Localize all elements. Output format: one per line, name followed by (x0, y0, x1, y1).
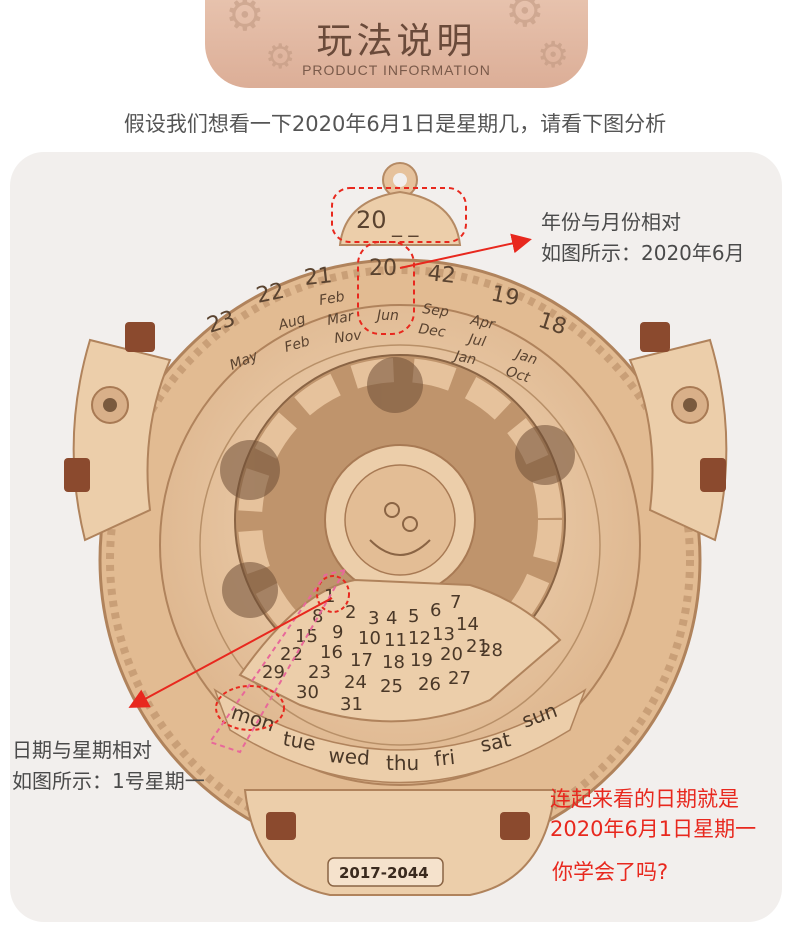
header-banner: ⚙ ⚙ ⚙ ⚙ 玩法说明 PRODUCT INFORMATION (205, 0, 588, 88)
month-highlight-box (357, 241, 415, 335)
gear-icon: ⚙ (225, 0, 265, 41)
day-number: 3 (368, 608, 379, 629)
day-number: 19 (410, 650, 433, 671)
note-line: 日期与星期相对 (12, 738, 152, 762)
arrow-icon (128, 597, 333, 708)
date-weekday-note: 日期与星期相对 如图所示：1号星期一 (12, 735, 205, 797)
day-number: 31 (340, 694, 363, 715)
copper-clip-icon (64, 322, 726, 840)
day-number: 29 (262, 662, 285, 683)
month-label: Nov (333, 327, 363, 347)
range-plate (327, 857, 444, 887)
day-number: 2 (345, 602, 356, 623)
year-digit: 22 (254, 279, 287, 309)
day-number: 27 (448, 668, 471, 689)
month-label: Apr (468, 312, 497, 333)
side-lobe-left (72, 338, 172, 542)
weekday-label: fri (433, 745, 456, 771)
note-line: 年份与月份相对 (541, 210, 681, 234)
weekday-label: wed (328, 743, 371, 770)
year-digit: 42 (426, 261, 456, 289)
month-label: Sep (421, 301, 449, 321)
date-highlight-circle (316, 575, 350, 613)
month-label: Jan (450, 348, 477, 369)
month-ring: May Aug Feb Feb Mar Nov Jun Sep Dec Apr … (228, 289, 540, 387)
day-number: 16 (320, 642, 343, 663)
weekday-highlight-circle (215, 685, 285, 731)
bottom-lobe (243, 789, 557, 896)
day-number: 8 (312, 606, 323, 627)
note-line: 如图所示：2020年6月 (541, 241, 745, 265)
conclusion-line: 2020年6月1日星期一 (550, 817, 757, 841)
year-blanks: _ _ (391, 213, 419, 237)
month-label: Mar (326, 308, 356, 329)
day-number: 9 (332, 622, 343, 643)
month-label: Oct (504, 364, 532, 387)
conclusion-line: 连起来看的日期就是 (550, 787, 739, 811)
year-digit-ring: 23 22 21 20 42 19 18 (204, 256, 569, 340)
year-highlight-box (331, 187, 467, 243)
day-number: 6 (430, 600, 441, 621)
day-number: 11 (384, 630, 407, 651)
day-number: 30 (296, 682, 319, 703)
page-title: 玩法说明 (316, 21, 477, 62)
month-label: Feb (283, 333, 312, 355)
conclusion-text: 连起来看的日期就是 2020年6月1日星期一 (550, 784, 756, 844)
gear-icon: ⚙ (537, 35, 570, 76)
year-month-note: 年份与月份相对 如图所示：2020年6月 (541, 207, 745, 269)
day-number: 7 (450, 592, 461, 613)
gear-icon: ⚙ (265, 37, 296, 77)
weekday-label: thu (386, 751, 419, 775)
day-number: 18 (382, 652, 405, 673)
intro-text: 假设我们想看一下2020年6月1日是星期几，请看下图分析 (123, 112, 667, 136)
alignment-band (208, 568, 348, 754)
day-number: 21 (466, 636, 489, 657)
year-digit: 20 (369, 256, 397, 281)
weekday-ring (213, 688, 587, 784)
month-label: Dec (417, 321, 446, 341)
arrow-icon (399, 233, 532, 269)
day-number: 4 (386, 608, 397, 629)
year-digit: 19 (489, 281, 522, 311)
month-label: Jul (464, 331, 487, 351)
day-number: 10 (358, 628, 381, 649)
day-number: 28 (480, 640, 503, 661)
gear-icon: ⚙ (505, 0, 545, 37)
day-number: 20 (440, 644, 463, 665)
month-label: Feb (318, 289, 346, 309)
question-text: 你学会了吗? (552, 860, 669, 884)
day-number: 12 (408, 628, 431, 649)
month-label: Aug (276, 311, 308, 334)
weekday-label: tue (281, 726, 317, 755)
range-label: 2017-2044 (339, 864, 429, 882)
note-line: 如图所示：1号星期一 (12, 769, 205, 793)
page-subtitle: PRODUCT INFORMATION (302, 62, 491, 78)
year-digit: 21 (303, 263, 333, 291)
day-number: 23 (308, 662, 331, 683)
day-number: 14 (456, 614, 479, 635)
day-number: 26 (418, 674, 441, 695)
year-prefix: 20 (356, 206, 387, 234)
month-label: Jun (374, 308, 399, 324)
day-number: 5 (408, 606, 419, 627)
day-number: 24 (344, 672, 367, 693)
month-label: Jan (511, 346, 539, 369)
day-number: 17 (350, 650, 373, 671)
day-number: 22 (280, 644, 303, 665)
day-number: 13 (432, 624, 455, 645)
day-number: 25 (380, 676, 403, 697)
